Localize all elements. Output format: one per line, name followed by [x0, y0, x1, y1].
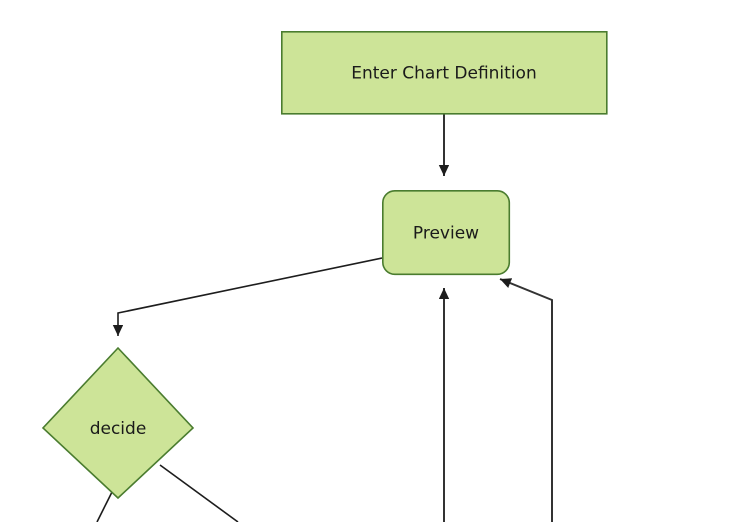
edge-preview-to-decide: [112, 257, 383, 336]
node-enter-chart-definition-label: Enter Chart Definition: [351, 64, 536, 84]
node-decide-label: decide: [90, 419, 147, 439]
node-preview-shape[interactable]: [381, 190, 511, 276]
node-preview[interactable]: Preview: [381, 190, 511, 276]
node-decide-shape[interactable]: [41, 346, 195, 500]
node-decide[interactable]: decide: [41, 346, 195, 500]
node-enter-chart-definition[interactable]: Enter Chart Definition: [280, 30, 608, 115]
node-preview-label: Preview: [413, 224, 479, 244]
edge-bottom-right-to-preview: [499, 278, 553, 522]
node-enter-chart-definition-shape[interactable]: [280, 30, 608, 115]
edge-decide-right-out: [159, 464, 239, 522]
edge-decide-bottom-out: [96, 489, 114, 522]
